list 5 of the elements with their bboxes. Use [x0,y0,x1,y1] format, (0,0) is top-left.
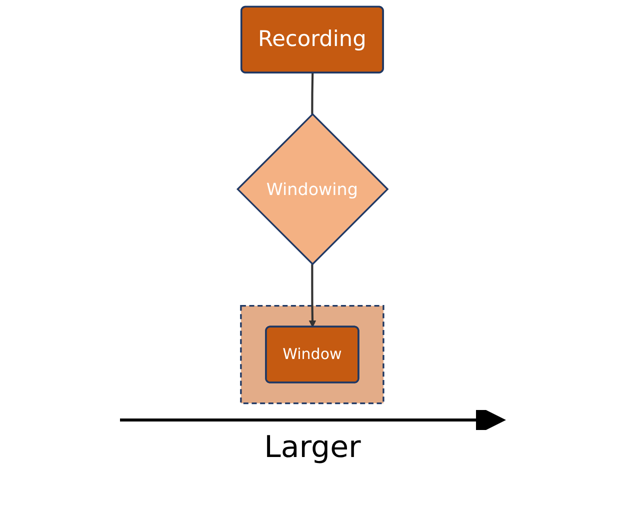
cluster [240,304,384,404]
node-diamond: Windowing [236,113,389,266]
connector [311,72,314,114]
arrow [308,264,316,328]
axis-label: Larger [264,430,361,465]
